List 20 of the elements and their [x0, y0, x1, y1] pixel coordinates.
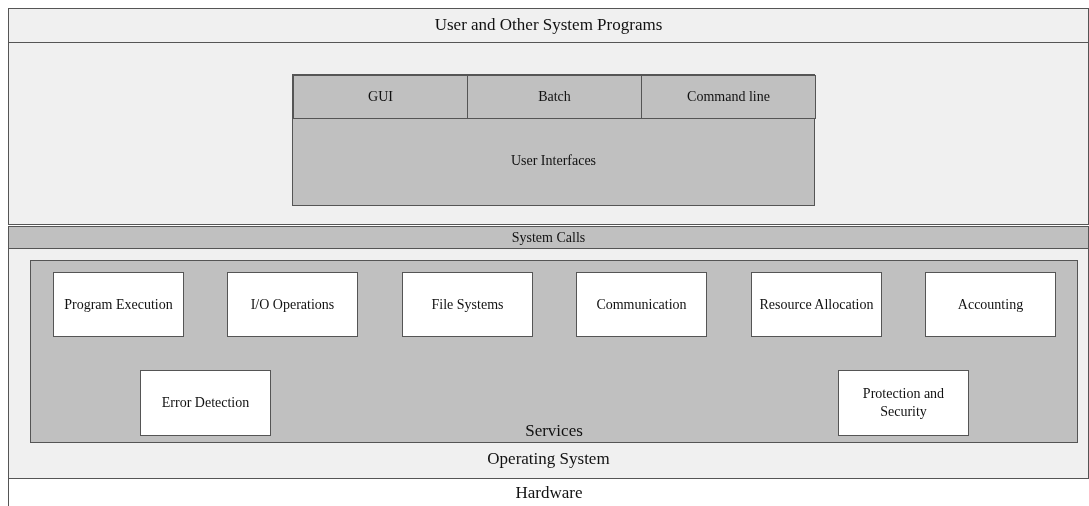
service-box: Resource Allocation [751, 272, 882, 337]
service-box: File Systems [402, 272, 533, 337]
layer-title: User and Other System Programs [434, 15, 663, 35]
service-box: I/O Operations [227, 272, 358, 337]
services-panel [30, 260, 1078, 443]
service-box: Error Detection [140, 370, 271, 436]
system-calls-bar: System Calls [8, 226, 1089, 249]
interface-tab: Batch [467, 75, 642, 119]
service-box: Program Execution [53, 272, 184, 337]
interface-tab: Command line [641, 75, 816, 119]
service-box: Accounting [925, 272, 1056, 337]
service-box: Protection and Security [838, 370, 969, 436]
service-box: Communication [576, 272, 707, 337]
layer-title: Services [525, 421, 583, 441]
layer-title: User Interfaces [510, 153, 597, 169]
layer-panel [8, 8, 1089, 225]
interface-panel [292, 74, 815, 206]
layer-panel [8, 248, 1089, 479]
layer-title: Operating System [487, 449, 610, 469]
interface-tab: GUI [293, 75, 468, 119]
